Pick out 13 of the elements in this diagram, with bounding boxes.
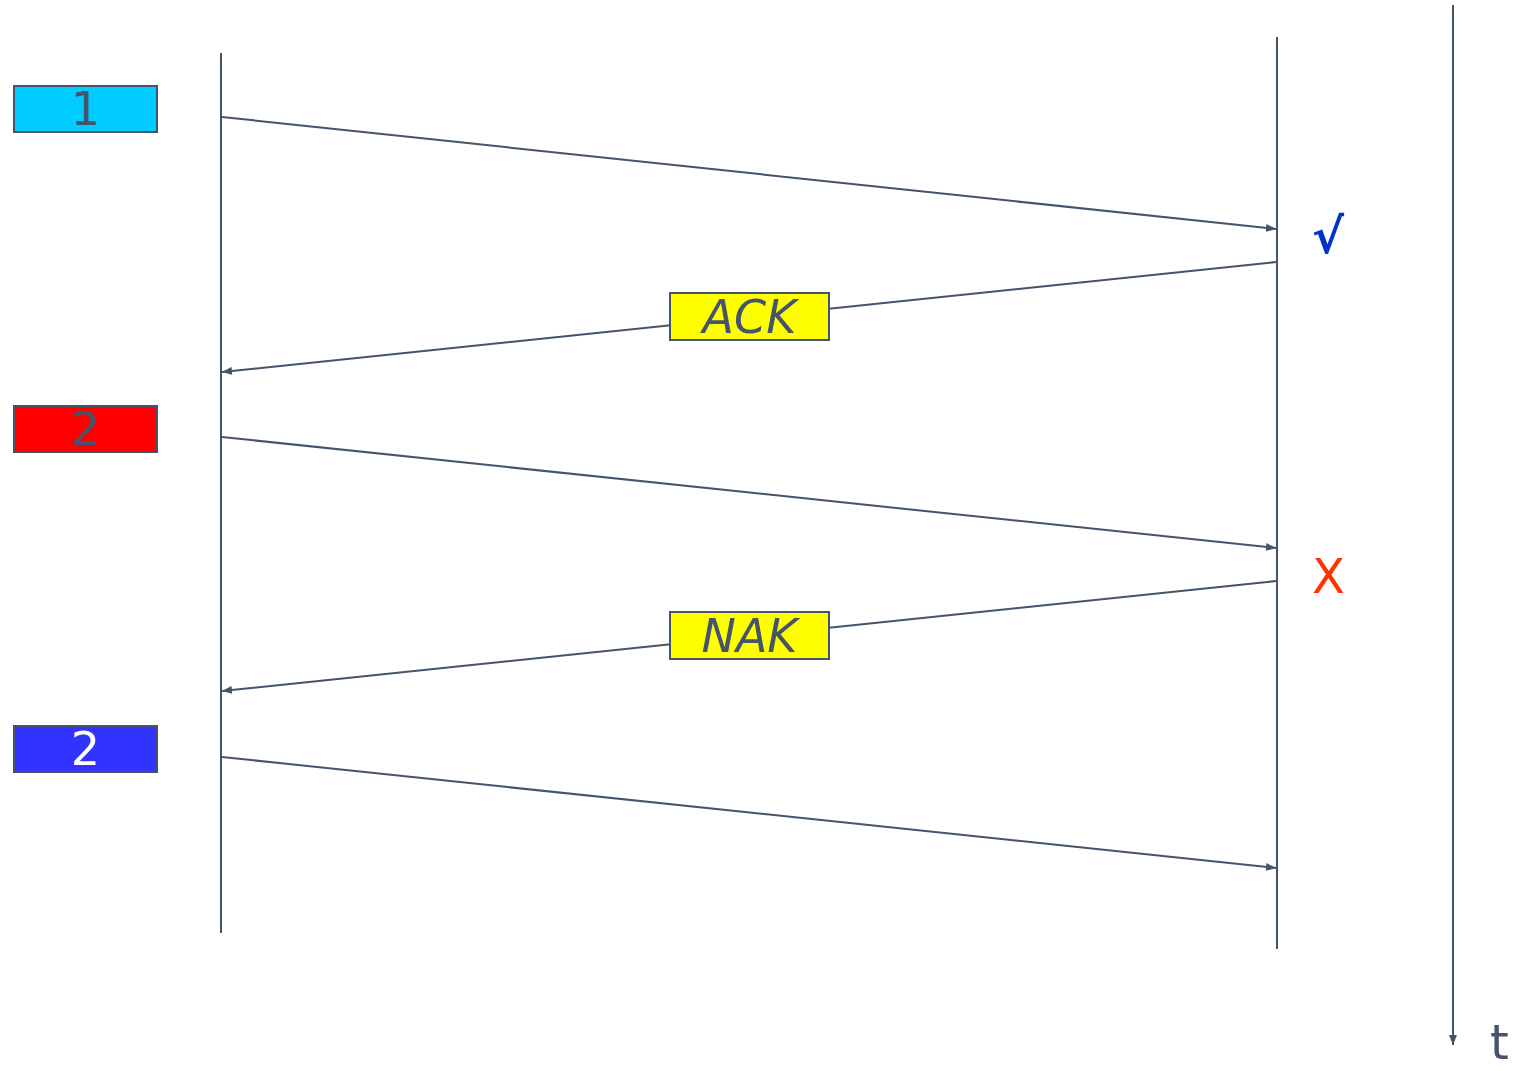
edge-label: ACK (669, 292, 830, 341)
packet-box: 1 (13, 85, 158, 133)
arrow (221, 116, 1277, 232)
check-mark: √ (1312, 212, 1344, 260)
lifeline (220, 53, 222, 933)
packet-box: 2 (13, 725, 158, 773)
axis-label: t (1490, 1018, 1509, 1066)
edge-label: NAK (669, 611, 830, 660)
arrow (221, 436, 1277, 551)
packet-box: 2 (13, 405, 158, 453)
lifeline (1276, 37, 1278, 949)
arrow (221, 756, 1277, 871)
cross-mark: X (1312, 552, 1345, 600)
